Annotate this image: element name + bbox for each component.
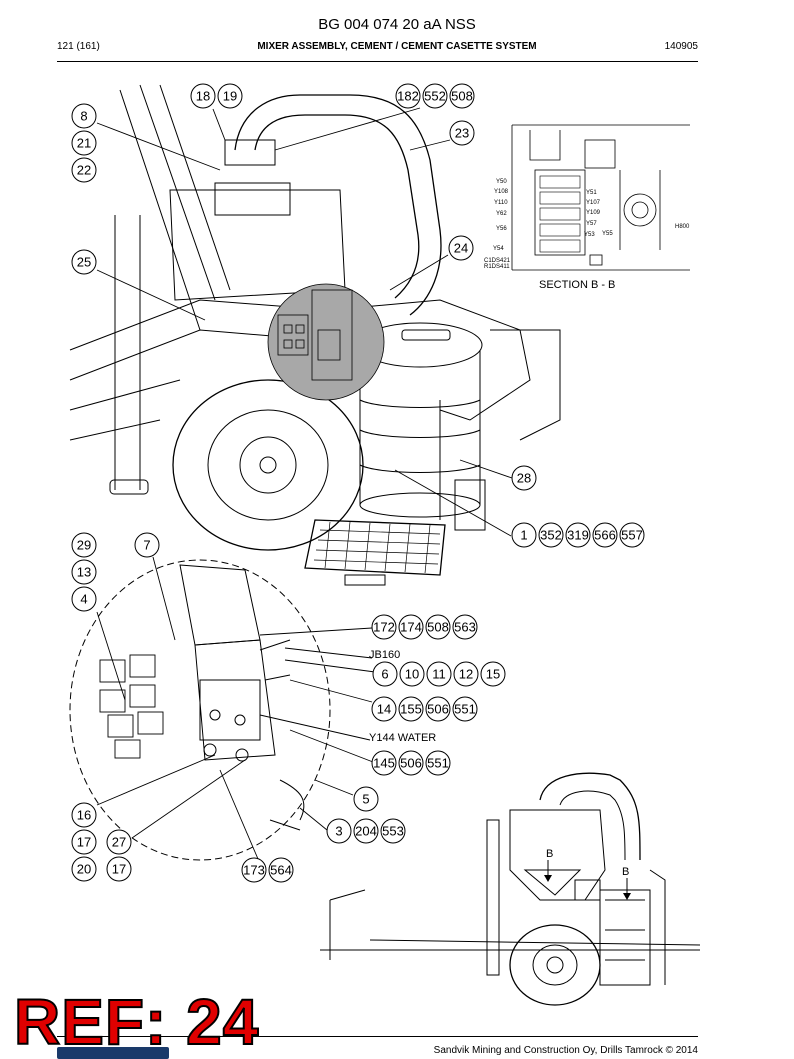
callout-18: 18 <box>196 89 210 104</box>
callout-352: 352 <box>540 528 562 543</box>
callout-7: 7 <box>143 538 150 553</box>
callout-25: 25 <box>77 255 91 270</box>
section-title: MIXER ASSEMBLY, CEMENT / CEMENT CASETTE … <box>257 41 537 52</box>
callout-10: 10 <box>405 667 419 682</box>
callout-20: 20 <box>77 862 91 877</box>
footer-rule <box>57 1036 698 1037</box>
callout-5: 5 <box>362 792 369 807</box>
ref-stamp: REF: 24 <box>13 985 260 1059</box>
callout-145: 145 <box>373 756 395 771</box>
label-c1ds421: C1DS421 <box>484 258 511 264</box>
valve-label-y110: Y110 <box>494 200 508 206</box>
callout-29: 29 <box>77 538 91 553</box>
callout-14: 14 <box>377 702 391 717</box>
valve-label-y107: Y107 <box>586 200 601 206</box>
section-arrow-right <box>623 893 631 900</box>
label-jb160: JB160 <box>369 649 400 661</box>
callout-15: 15 <box>486 667 500 682</box>
valve-label-y51: Y51 <box>586 190 597 196</box>
callout-17: 17 <box>112 862 126 877</box>
callout-552: 552 <box>424 89 446 104</box>
callout-24: 24 <box>454 241 468 256</box>
valve-label-y57: Y57 <box>586 221 597 227</box>
callout-8: 8 <box>80 109 87 124</box>
callout-551: 551 <box>427 756 449 771</box>
callout-3: 3 <box>335 824 342 839</box>
callout-182: 182 <box>397 89 419 104</box>
document-title: BG 004 074 20 aA NSS <box>318 16 476 33</box>
section-bb-label: SECTION B - B <box>539 279 615 291</box>
callout-172: 172 <box>373 620 395 635</box>
callout-551: 551 <box>454 702 476 717</box>
callout-508: 508 <box>427 620 449 635</box>
section-arrow-left <box>544 875 552 882</box>
page-number: 121 (161) <box>57 41 100 52</box>
valve-label-y56: Y56 <box>496 226 507 232</box>
callout-6: 6 <box>381 667 388 682</box>
callout-506: 506 <box>427 702 449 717</box>
callout-506: 506 <box>400 756 422 771</box>
label-r1ds411: R1DS411 <box>484 264 510 270</box>
callout-12: 12 <box>459 667 473 682</box>
valve-label-y55: Y55 <box>602 231 613 237</box>
callout-circles <box>71 83 645 883</box>
valve-label-y53: Y53 <box>584 232 595 238</box>
footer-copyright: Sandvik Mining and Construction Oy, Dril… <box>433 1045 698 1056</box>
leader-lines <box>96 107 513 860</box>
callout-553: 553 <box>382 824 404 839</box>
label-y144-water: Y144 WATER <box>369 732 436 744</box>
callout-27: 27 <box>112 835 126 850</box>
callout-17: 17 <box>77 835 91 850</box>
document-date: 140905 <box>664 41 698 52</box>
callout-11: 11 <box>432 667 446 682</box>
callout-563: 563 <box>454 620 476 635</box>
label-h800: H800 <box>675 224 690 230</box>
callout-16: 16 <box>77 808 91 823</box>
callout-566: 566 <box>594 528 616 543</box>
detail-zone-highlight <box>267 283 385 401</box>
callout-4: 4 <box>80 592 87 607</box>
callout-22: 22 <box>77 163 91 178</box>
header-rule <box>57 61 698 62</box>
section-marker-b-right: B <box>622 866 629 878</box>
valve-label-y109: Y109 <box>586 210 601 216</box>
section-marker-b-left: B <box>546 848 553 860</box>
callout-13: 13 <box>77 565 91 580</box>
callout-319: 319 <box>567 528 589 543</box>
callout-564: 564 <box>270 863 292 878</box>
callout-173: 173 <box>243 863 265 878</box>
callout-21: 21 <box>77 136 91 151</box>
callout-508: 508 <box>451 89 473 104</box>
callout-204: 204 <box>355 824 377 839</box>
valve-label-y50: Y50 <box>496 179 507 185</box>
valve-label-y62: Y62 <box>496 211 507 217</box>
valve-label-y54: Y54 <box>493 246 504 252</box>
callout-23: 23 <box>455 126 469 141</box>
callout-19: 19 <box>223 89 237 104</box>
callout-1: 1 <box>520 528 527 543</box>
callout-557: 557 <box>621 528 643 543</box>
callout-28: 28 <box>517 471 531 486</box>
callout-155: 155 <box>400 702 422 717</box>
callout-174: 174 <box>400 620 422 635</box>
valve-label-y108: Y108 <box>494 189 509 195</box>
